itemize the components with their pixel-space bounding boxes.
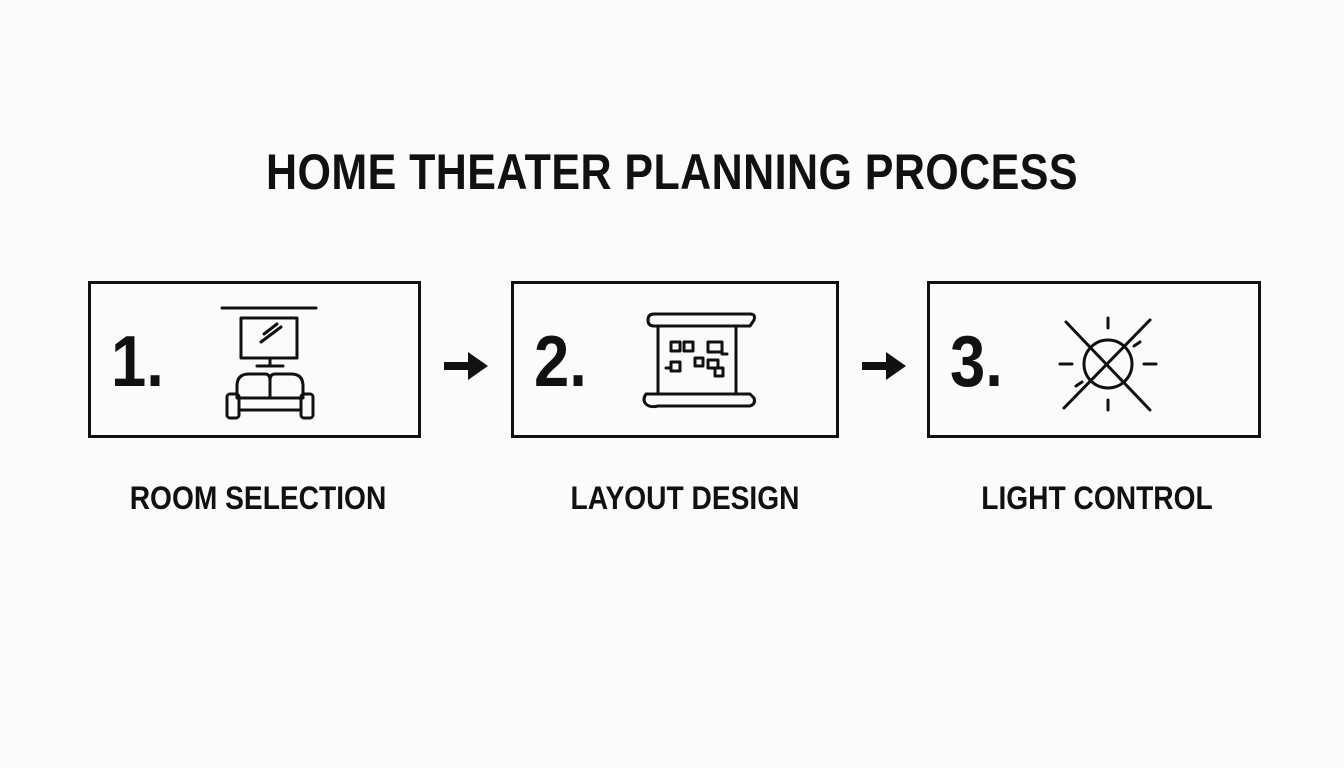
right-arrow-icon <box>444 352 488 380</box>
step-label-light-control: LIGHT CONTROL <box>981 480 1213 516</box>
step-box-layout-design: 2. <box>511 281 839 438</box>
step-box-light-control: 3. <box>927 281 1261 438</box>
step-label-layout-design: LAYOUT DESIGN <box>570 480 800 516</box>
step-number: 1. <box>111 322 164 402</box>
diagram-title: HOME THEATER PLANNING PROCESS <box>265 144 1079 200</box>
step-label-room-selection: ROOM SELECTION <box>129 480 387 516</box>
tv-sofa-icon <box>220 306 318 420</box>
no-light-icon <box>1058 316 1158 412</box>
right-arrow-icon <box>862 352 906 380</box>
step-number: 3. <box>950 322 1003 402</box>
step-box-room-selection: 1. <box>88 281 421 438</box>
floor-plan-scroll-icon <box>642 312 756 409</box>
step-number: 2. <box>534 322 587 402</box>
